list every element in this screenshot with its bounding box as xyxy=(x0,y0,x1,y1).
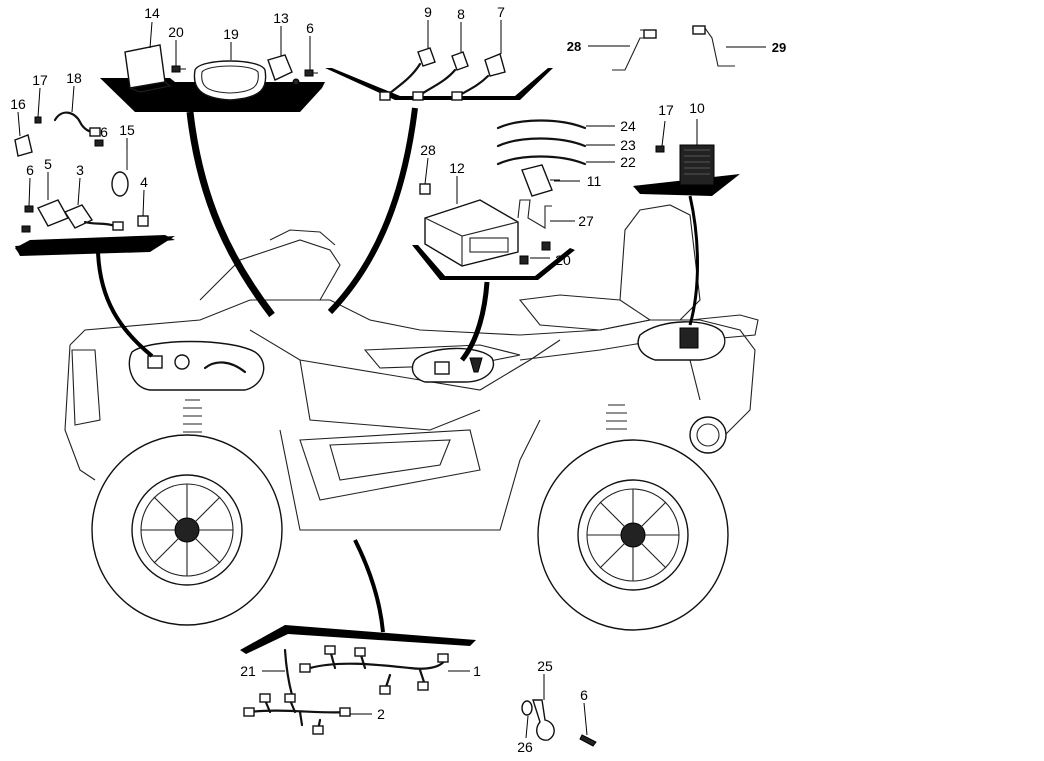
callout-27: 27 xyxy=(578,213,594,229)
callout-4: 4 xyxy=(140,174,148,190)
regulator-10 xyxy=(679,144,715,186)
callout-9: 9 xyxy=(424,4,432,20)
callout-21: 21 xyxy=(240,663,256,679)
callout-6-left-b: 6 xyxy=(26,162,34,178)
callout-15: 15 xyxy=(119,122,135,138)
bolt-20-center xyxy=(519,241,551,265)
callout-29: 29 xyxy=(772,40,786,55)
callout-7: 7 xyxy=(497,4,505,20)
screw-17-left xyxy=(34,116,42,124)
bolt-20-top xyxy=(171,65,186,73)
front-wheel xyxy=(91,434,283,626)
nut-28 xyxy=(419,183,431,195)
callout-17-right: 17 xyxy=(658,102,674,118)
callout-6-bottom: 6 xyxy=(580,687,588,703)
bracket-27 xyxy=(517,199,552,229)
starter-relay-11 xyxy=(521,164,560,197)
harness-2 xyxy=(243,693,351,735)
ecu-module xyxy=(124,44,172,93)
callout-1: 1 xyxy=(473,663,481,679)
callout-5: 5 xyxy=(44,156,52,172)
callout-14: 14 xyxy=(144,5,160,21)
bolt-6-left-b xyxy=(24,205,34,213)
relay-3 xyxy=(63,204,124,231)
callout-11: 11 xyxy=(587,173,602,189)
callout-19: 19 xyxy=(223,26,239,42)
horn-15 xyxy=(111,150,129,197)
nut-26 xyxy=(521,700,533,716)
callout-10: 10 xyxy=(689,100,705,116)
atv-vehicle xyxy=(64,204,759,631)
clamp-25 xyxy=(532,699,555,741)
callout-20-top: 20 xyxy=(168,24,184,40)
callout-28-top: 28 xyxy=(567,39,581,54)
callout-6-left-a: 6 xyxy=(100,124,108,140)
callout-17-left: 17 xyxy=(32,72,48,88)
callout-16: 16 xyxy=(10,96,26,112)
wire-21 xyxy=(283,648,294,697)
callout-28-center: 28 xyxy=(420,142,436,158)
bolt-6-top xyxy=(304,69,318,77)
leader-lines xyxy=(96,107,699,633)
callout-22: 22 xyxy=(620,154,636,170)
bolt-6-left-a xyxy=(94,139,104,147)
callout-ticks xyxy=(17,20,766,739)
bracket-13 xyxy=(267,54,300,86)
callout-25: 25 xyxy=(537,658,553,674)
bracket-19 xyxy=(193,60,267,101)
bracket-28 xyxy=(612,29,657,71)
callout-3: 3 xyxy=(76,162,84,178)
callout-12: 12 xyxy=(449,160,465,176)
nut-4 xyxy=(137,215,149,227)
battery-12 xyxy=(424,199,519,267)
callout-24: 24 xyxy=(620,118,636,134)
sensor-16 xyxy=(14,134,33,157)
callout-20-center: 20 xyxy=(555,252,571,268)
screw-17-right xyxy=(655,145,665,153)
bracket-29 xyxy=(692,25,735,67)
callout-18: 18 xyxy=(66,70,82,86)
callout-8: 8 xyxy=(457,6,465,22)
callout-13: 13 xyxy=(273,10,289,26)
callout-2: 2 xyxy=(377,706,385,722)
sensor-9 xyxy=(379,47,436,101)
relay-5 xyxy=(37,199,69,227)
callout-26: 26 xyxy=(517,739,533,755)
cable-23 xyxy=(496,137,587,148)
callout-labels: 14 20 19 13 6 9 8 7 28 29 17 18 16 6 15 … xyxy=(10,4,786,755)
sensor-7 xyxy=(451,53,506,101)
sensor-8 xyxy=(412,51,469,101)
rear-wheel xyxy=(537,439,729,631)
callout-23: 23 xyxy=(620,137,636,153)
harness-1 xyxy=(299,645,449,695)
cable-22 xyxy=(496,155,587,166)
bolt-6-bottom xyxy=(579,734,597,747)
bolt-6-left-c xyxy=(21,225,31,233)
cable-24 xyxy=(496,119,587,130)
callout-6-top: 6 xyxy=(306,20,314,36)
wire-18 xyxy=(53,111,101,137)
